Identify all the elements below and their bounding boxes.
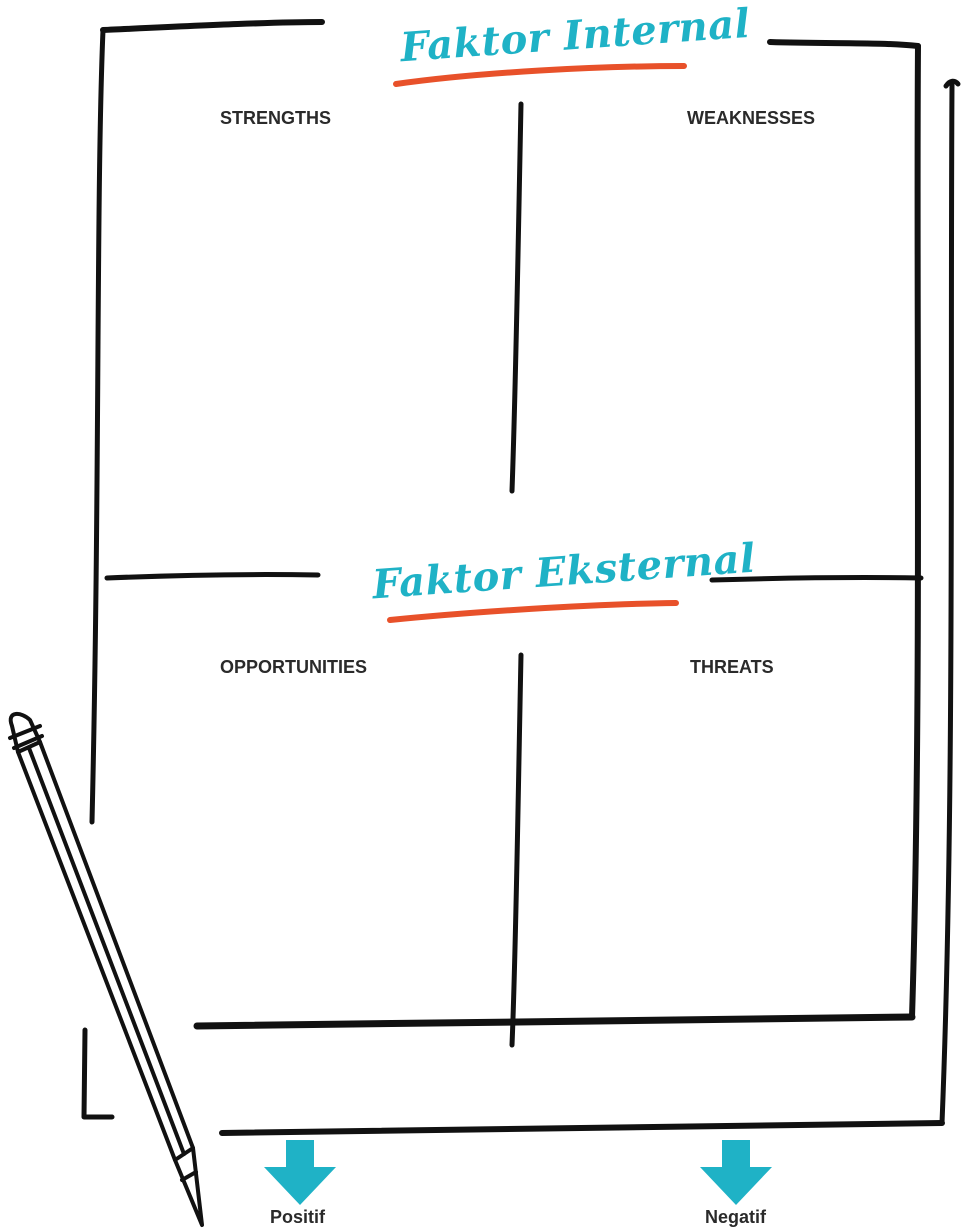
label-strengths: STRENGTHS — [220, 108, 331, 129]
label-positif: Positif — [270, 1207, 325, 1228]
back-sheet-right-line — [942, 85, 952, 1123]
corner-tick — [84, 1030, 112, 1117]
frame-bottom-line — [197, 1017, 912, 1026]
label-weaknesses: WEAKNESSES — [687, 108, 815, 129]
arrow-down-icon-positive — [264, 1140, 336, 1205]
back-sheet-bottom-line — [222, 1123, 942, 1133]
frame-left-line — [92, 30, 103, 822]
underline-external — [390, 603, 676, 620]
pencil-icon — [10, 714, 202, 1225]
frame-right-line — [912, 46, 918, 1017]
label-negatif: Negatif — [705, 1207, 766, 1228]
underline-internal — [396, 66, 684, 84]
arrow-down-icon-negative — [700, 1140, 772, 1205]
label-opportunities: OPPORTUNITIES — [220, 657, 367, 678]
frame-top-right-line — [770, 42, 918, 46]
label-threats: THREATS — [690, 657, 774, 678]
frame-top-left-line — [103, 22, 322, 30]
divider-bottom-vertical — [512, 655, 521, 1045]
divider-left-line — [107, 575, 318, 578]
divider-top-vertical — [512, 104, 521, 491]
